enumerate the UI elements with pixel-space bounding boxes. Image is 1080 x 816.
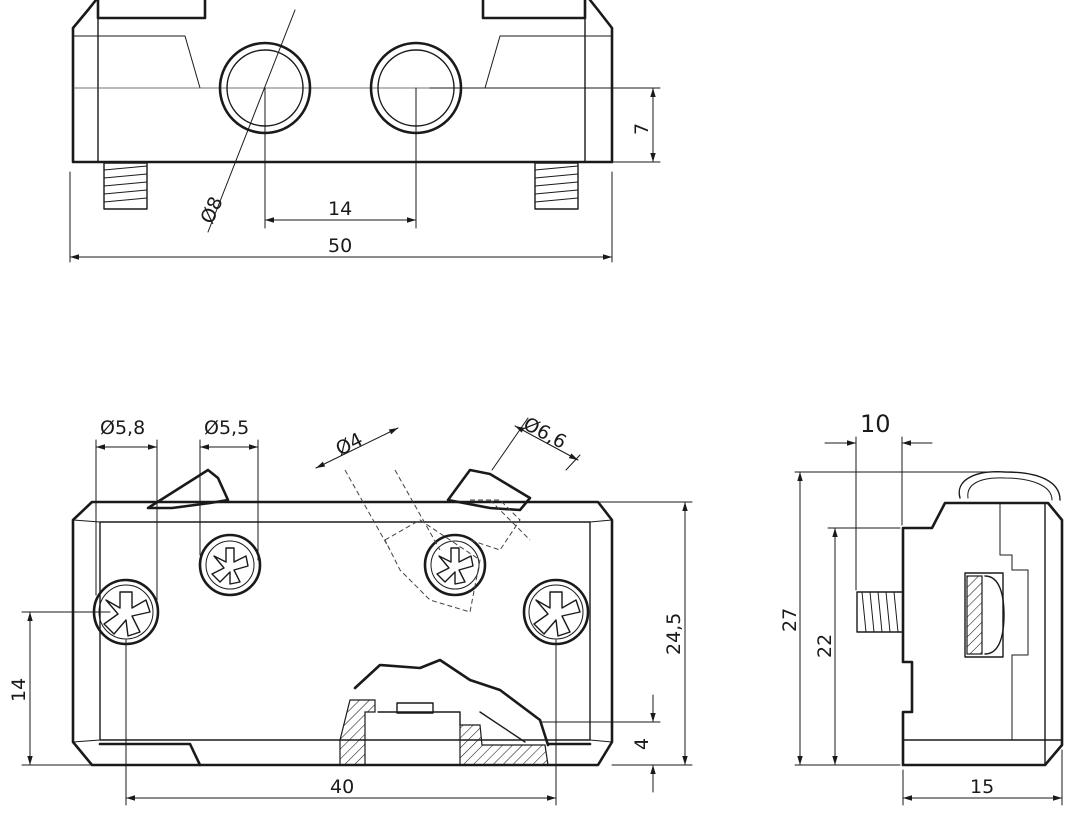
dim-screw1: Ø5,8 xyxy=(100,417,145,439)
dim-hole-small: Ø4 xyxy=(332,429,366,461)
dim-screw2: Ø5,5 xyxy=(204,417,249,439)
left-thread-stud xyxy=(103,162,148,210)
front-view: Ø8 14 7 50 xyxy=(69,0,661,263)
screw-4 xyxy=(522,578,590,646)
dim-side-height: 27 xyxy=(779,608,801,632)
dim-hole-large: Ø6,6 xyxy=(520,413,570,454)
dim-front-width: 50 xyxy=(328,235,352,257)
bottom-view: Ø5,8 Ø5,5 Ø4 Ø6,6 14 24,5 4 40 xyxy=(8,413,693,806)
dim-bottom-height: 24,5 xyxy=(663,613,685,655)
screw-2 xyxy=(198,533,262,597)
dim-bottom-width: 40 xyxy=(330,776,354,798)
dim-side-top: 10 xyxy=(860,410,891,438)
dim-left-height: 14 xyxy=(8,678,30,702)
dim-front-height: 7 xyxy=(631,123,653,135)
right-thread-stud xyxy=(534,162,579,210)
dim-side-width: 15 xyxy=(970,776,994,798)
side-thread-stud xyxy=(856,591,904,633)
side-view: 10 27 22 15 xyxy=(779,410,1064,806)
dim-front-hole-spacing: 14 xyxy=(328,198,352,220)
dim-side-inner-height: 22 xyxy=(814,634,836,658)
screw-3 xyxy=(423,533,487,597)
dim-front-hole-dia: Ø8 xyxy=(196,193,227,227)
dim-bottom-small: 4 xyxy=(631,738,653,750)
